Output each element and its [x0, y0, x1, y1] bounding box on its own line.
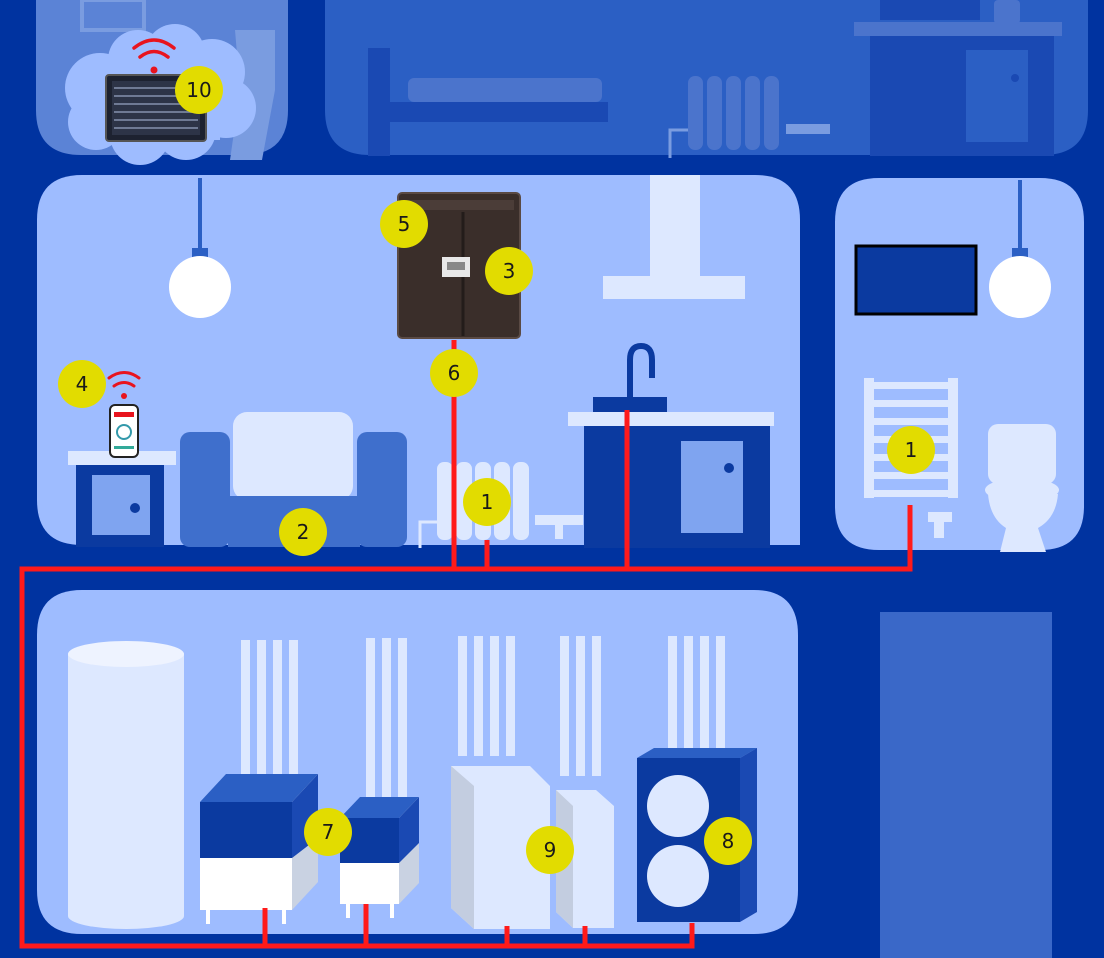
middle-floor: [37, 175, 1084, 552]
nightstand: [68, 451, 176, 547]
upper-cabinet-door: [966, 50, 1028, 142]
badge-1-bath-label: 1: [905, 438, 918, 462]
badge-10: 10: [175, 66, 223, 114]
bathroom-tv: [856, 246, 976, 314]
badge-1-bath: 1: [887, 426, 935, 474]
badge-10-label: 10: [186, 78, 211, 102]
stairwell: [880, 612, 1052, 958]
badge-5: 5: [380, 200, 428, 248]
fan-icon: [647, 845, 709, 907]
upper-desk-top: [854, 22, 1062, 36]
badge-6: 6: [430, 349, 478, 397]
badge-5-label: 5: [398, 212, 411, 236]
badge-1-living-label: 1: [481, 490, 494, 514]
smartphone-icon: [110, 405, 138, 457]
badge-1-living: 1: [463, 478, 511, 526]
badge-8-label: 8: [722, 829, 735, 853]
badge-7-label: 7: [322, 820, 335, 844]
upper-valve: [786, 124, 830, 134]
upper-desk-monitor: [880, 0, 980, 20]
badge-9-label: 9: [544, 838, 557, 862]
bed-frame: [368, 102, 608, 122]
upper-desk-phone: [994, 0, 1020, 24]
badge-6-label: 6: [448, 361, 461, 385]
upper-cabinet-knob: [1011, 74, 1019, 82]
water-tank: [68, 641, 184, 929]
badge-9: 9: [526, 826, 574, 874]
badge-4: 4: [58, 360, 106, 408]
badge-7: 7: [304, 808, 352, 856]
badge-4-label: 4: [76, 372, 89, 396]
badge-8: 8: [704, 817, 752, 865]
badge-2: 2: [279, 508, 327, 556]
badge-2-label: 2: [297, 520, 310, 544]
upper-radiator: [688, 76, 779, 150]
fan-icon: [647, 775, 709, 837]
badge-3: 3: [485, 247, 533, 295]
basement: [37, 590, 1052, 958]
badge-3-label: 3: [503, 259, 516, 283]
bed-mattress: [408, 78, 602, 102]
